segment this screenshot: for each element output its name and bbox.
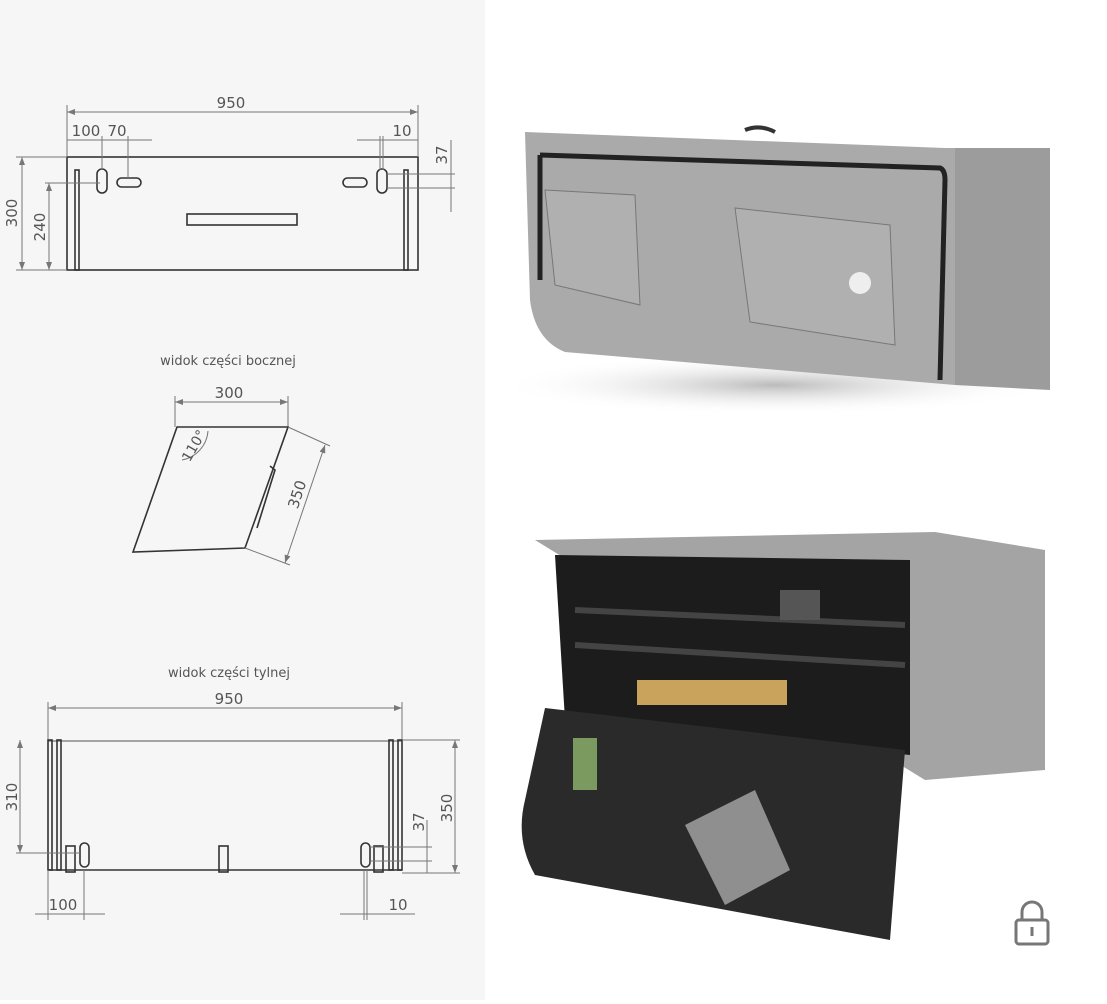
product-photos — [495, 125, 1055, 940]
front-view: 950 100 70 10 37 300 240 — [3, 94, 455, 271]
dim-slot-height: 37 — [433, 145, 451, 164]
back-view: widok części tylnej 950 310 350 37 100 1… — [3, 666, 460, 920]
dim-height: 300 — [3, 199, 21, 228]
dim-length: 350 — [284, 478, 310, 511]
side-view-title: widok części bocznej — [160, 354, 296, 369]
dim-depth: 300 — [215, 384, 244, 402]
open-organizer-photo — [521, 532, 1045, 940]
dim-offset-right: 10 — [388, 896, 407, 914]
dim-offset-left: 100 — [49, 896, 78, 914]
dim-offset-right: 10 — [392, 122, 411, 140]
dim-width: 950 — [215, 690, 244, 708]
closed-organizer-photo — [495, 125, 1055, 415]
dim-height-left: 310 — [3, 783, 21, 812]
lock-icon[interactable] — [1012, 898, 1052, 948]
dim-height-right: 350 — [438, 794, 456, 823]
technical-drawings-panel: 950 100 70 10 37 300 240 widok części bo… — [0, 0, 485, 1000]
side-view: widok części bocznej 300 110° 350 — [131, 354, 331, 566]
technical-drawings: 950 100 70 10 37 300 240 widok części bo… — [3, 94, 460, 920]
back-view-title: widok części tylnej — [168, 666, 290, 681]
dim-slot-height: 37 — [410, 812, 428, 831]
dim-angle: 110° — [179, 427, 210, 464]
dim-offset-left: 100 — [72, 122, 101, 140]
dim-slot-spacing: 70 — [107, 122, 126, 140]
dim-slot-pos: 240 — [31, 213, 49, 242]
dim-width: 950 — [217, 94, 246, 112]
